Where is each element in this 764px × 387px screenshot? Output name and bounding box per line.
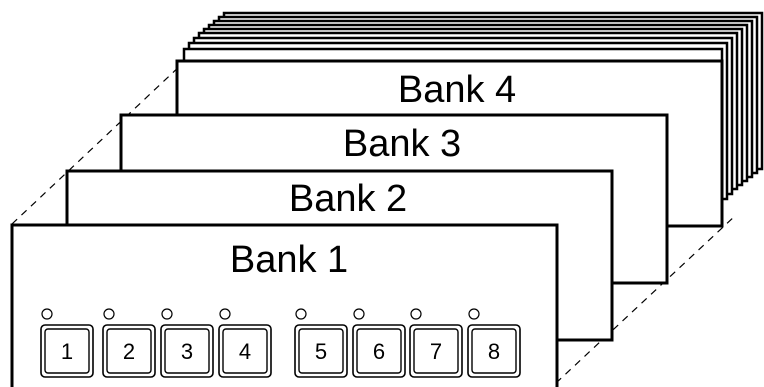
bank-select-button-4[interactable]: 4 bbox=[218, 308, 272, 378]
bank-1: Bank 1 1 2 3 4 5 6 7 8 bbox=[10, 223, 559, 387]
bank-select-button-3[interactable]: 3 bbox=[160, 308, 214, 378]
button-face bbox=[222, 328, 268, 374]
bank-select-button-2[interactable]: 2 bbox=[102, 308, 156, 378]
button-number-label: 4 bbox=[239, 339, 251, 364]
button-face bbox=[164, 328, 210, 374]
button-face bbox=[413, 328, 459, 374]
indicator-led-icon bbox=[41, 308, 53, 320]
button-number-label: 3 bbox=[181, 339, 193, 364]
button-face bbox=[356, 328, 402, 374]
indicator-led-icon bbox=[410, 308, 422, 320]
button-row: 1 2 3 4 5 6 7 8 bbox=[40, 308, 521, 378]
button-face bbox=[471, 328, 517, 374]
perspective-line-bottom-right bbox=[555, 214, 737, 384]
bank-select-button-1[interactable]: 1 bbox=[40, 308, 94, 378]
indicator-led-icon bbox=[161, 308, 173, 320]
bank-select-button-7[interactable]: 7 bbox=[409, 308, 463, 378]
bank-4-label: Bank 4 bbox=[398, 69, 516, 111]
bank-1-label: Bank 1 bbox=[230, 239, 348, 281]
button-number-label: 5 bbox=[315, 339, 327, 364]
bank-select-button-8[interactable]: 8 bbox=[467, 308, 521, 378]
button-face bbox=[298, 328, 344, 374]
bank-select-button-6[interactable]: 6 bbox=[352, 308, 406, 378]
button-number-label: 8 bbox=[488, 339, 500, 364]
bank-2-label: Bank 2 bbox=[289, 178, 407, 220]
button-number-label: 7 bbox=[430, 339, 442, 364]
indicator-led-icon bbox=[103, 308, 115, 320]
button-number-label: 6 bbox=[373, 339, 385, 364]
button-number-label: 1 bbox=[61, 339, 73, 364]
button-face bbox=[44, 328, 90, 374]
bank-select-button-5[interactable]: 5 bbox=[294, 308, 348, 378]
indicator-led-icon bbox=[468, 308, 480, 320]
indicator-led-icon bbox=[219, 308, 231, 320]
bank-3-label: Bank 3 bbox=[343, 123, 461, 165]
indicator-led-icon bbox=[353, 308, 365, 320]
button-face bbox=[106, 328, 152, 374]
button-number-label: 2 bbox=[123, 339, 135, 364]
indicator-led-icon bbox=[295, 308, 307, 320]
